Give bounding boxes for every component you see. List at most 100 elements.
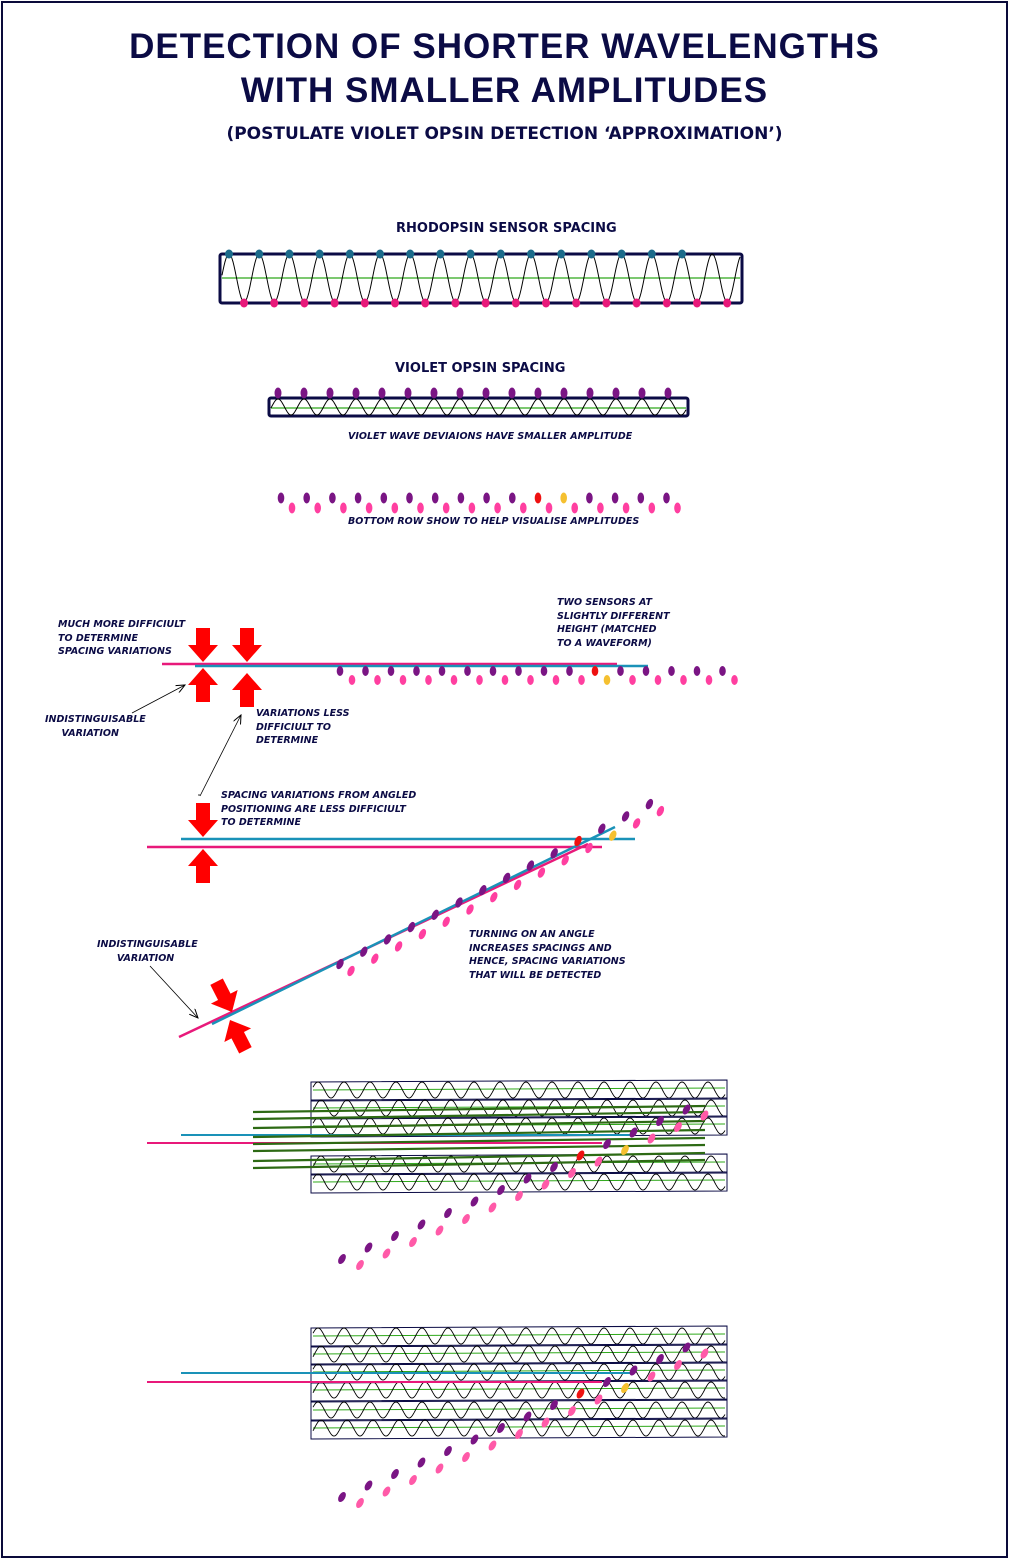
amplitude-top-dot bbox=[303, 492, 311, 504]
wave-bottom-dot bbox=[425, 675, 432, 685]
stack2-dot-bottom-dot bbox=[462, 1451, 470, 1463]
rhodopsin-bottom-sensor bbox=[632, 298, 641, 308]
amplitude-bottom-dot bbox=[622, 502, 630, 514]
violet-sensor bbox=[560, 387, 568, 399]
stack2-row-wave bbox=[312, 1345, 726, 1363]
wave-bottom-dot bbox=[501, 675, 509, 685]
angled-bottom-dot bbox=[513, 879, 522, 891]
amplitude-top-dot bbox=[483, 492, 490, 504]
wave-bottom-dot bbox=[654, 675, 662, 685]
stack1-sensor-line bbox=[252, 1151, 706, 1163]
arrow-diag-down bbox=[210, 978, 238, 1012]
violet-sensor bbox=[456, 387, 464, 399]
amplitude-top-dot bbox=[406, 492, 413, 504]
wave-top-dot bbox=[693, 666, 701, 676]
wave-top-dot bbox=[719, 666, 726, 676]
wave-bottom-dot bbox=[552, 675, 560, 685]
rhodopsin-top-sensor bbox=[496, 249, 505, 259]
stack2-dot-bottom-dot bbox=[435, 1463, 444, 1474]
stack1-dot-bottom-dot bbox=[409, 1236, 417, 1248]
angled-bottom-dot bbox=[537, 867, 546, 878]
stack1-sensor-line bbox=[252, 1110, 706, 1121]
violet-sensor bbox=[300, 387, 308, 399]
stack1-sensor-line bbox=[252, 1128, 706, 1139]
page-title-line-2: WITH SMALLER AMPLITUDES bbox=[240, 71, 769, 110]
angled-top-dot bbox=[526, 860, 535, 871]
rhodopsin-bottom-sensor bbox=[602, 298, 611, 308]
stack1-dot-bottom-dot bbox=[462, 1213, 470, 1225]
rhodopsin-bottom-sensor bbox=[300, 298, 309, 308]
stack1-dot-top-dot bbox=[364, 1242, 373, 1253]
note-two-sensors: TWO SENSORS AT SLIGHTLY DIFFERENT HEIGHT… bbox=[557, 597, 670, 649]
violet-sensor bbox=[352, 387, 360, 399]
stack2-dot-top-dot bbox=[656, 1353, 664, 1365]
amplitude-top-dot bbox=[329, 492, 336, 504]
amplitude-bottom-dot bbox=[597, 502, 604, 514]
stack1-dot-bottom-dot bbox=[541, 1179, 550, 1190]
amplitude-bottom-dot bbox=[545, 502, 553, 514]
angled-bottom-dot bbox=[561, 855, 569, 866]
amplitude-top-dot bbox=[637, 492, 645, 504]
arrow-up-3-shape bbox=[188, 849, 218, 883]
stack2-dot-top-dot bbox=[523, 1411, 532, 1422]
arrow-down-3-shape bbox=[188, 803, 218, 837]
wave-top-dot bbox=[464, 666, 471, 676]
angled-bottom-dot bbox=[632, 818, 641, 829]
note-indistinguishable-2: INDISTINGUISABLE VARIATION bbox=[97, 939, 198, 964]
stack1-sensor-line bbox=[252, 1136, 706, 1146]
stack1-row-frame bbox=[310, 1171, 728, 1194]
arrow-up-2-shape bbox=[232, 673, 262, 707]
amplitude-top-dot bbox=[663, 492, 670, 504]
rhodopsin-bottom-sensor bbox=[270, 298, 279, 308]
angled-top-dot bbox=[598, 823, 606, 834]
arrow-down-2 bbox=[232, 628, 262, 662]
rhodopsin-bottom-sensor bbox=[542, 298, 550, 308]
wave-bottom-dot bbox=[731, 675, 738, 685]
violet-wave bbox=[270, 398, 687, 416]
wave-top-dot bbox=[668, 666, 675, 676]
wave-top-dot bbox=[617, 666, 624, 676]
amplitude-top-dot bbox=[586, 492, 593, 504]
stack2-row-wave bbox=[312, 1327, 726, 1345]
rhodopsin-bottom-sensor bbox=[391, 298, 399, 308]
stack1-dot-bottom-dot bbox=[356, 1259, 364, 1271]
stack1-sensor-line bbox=[252, 1104, 706, 1114]
amplitude-bottom-dot bbox=[288, 502, 296, 514]
wave-top-dot bbox=[362, 666, 369, 676]
rhodopsin-top-sensor bbox=[345, 249, 354, 259]
amplitude-bottom-dot bbox=[494, 502, 501, 514]
stack1-dot-top-dot bbox=[338, 1253, 346, 1265]
wave-bottom-dot bbox=[374, 675, 381, 685]
angled-top-dot bbox=[360, 946, 368, 957]
wave-top-dot bbox=[413, 666, 420, 676]
rhodopsin-bottom-sensor bbox=[360, 298, 369, 308]
violet-sensor bbox=[274, 387, 282, 399]
violet-caption: VIOLET WAVE DEVIAIONS HAVE SMALLER AMPLI… bbox=[348, 431, 633, 442]
stack2-row-baseline bbox=[312, 1425, 726, 1429]
rhodopsin-bottom-sensor bbox=[330, 298, 339, 308]
stack1-dot-top-dot bbox=[550, 1161, 558, 1173]
angled-top-dot bbox=[455, 897, 463, 908]
angled-bottom-dot bbox=[418, 928, 427, 940]
stack2-dot-bottom-dot bbox=[594, 1394, 603, 1405]
rhodopsin-bottom-sensor bbox=[511, 298, 520, 308]
angled-sensor-comparison bbox=[147, 794, 665, 1054]
stack2-row-baseline bbox=[312, 1407, 726, 1411]
stack2-dot-bottom-dot bbox=[382, 1486, 391, 1497]
violet-heading: VIOLET OPSIN SPACING bbox=[395, 361, 566, 376]
note-much-more-difficult: MUCH MORE DIFFICIULT TO DETERMINE SPACIN… bbox=[58, 619, 186, 657]
rhodopsin-top-sensor bbox=[225, 249, 233, 259]
amplitude-top-dot bbox=[431, 492, 439, 504]
amplitude-bottom-dot bbox=[314, 502, 322, 514]
amplitude-bottom-dot bbox=[520, 502, 527, 514]
wave-bottom-dot bbox=[348, 675, 356, 685]
stack1-dot-bottom-dot bbox=[382, 1248, 391, 1259]
amplitude-bottom-dot bbox=[468, 502, 476, 514]
angled-bottom-dot bbox=[442, 916, 450, 927]
angled-bottom-dot bbox=[466, 904, 474, 915]
wave-bottom-dot bbox=[705, 675, 713, 685]
stack1-row-baseline bbox=[312, 1179, 726, 1183]
rhodopsin-bottom-sensor bbox=[451, 298, 460, 308]
stack2-row-baseline bbox=[312, 1351, 726, 1355]
amplitude-bottom-dot bbox=[391, 502, 399, 514]
